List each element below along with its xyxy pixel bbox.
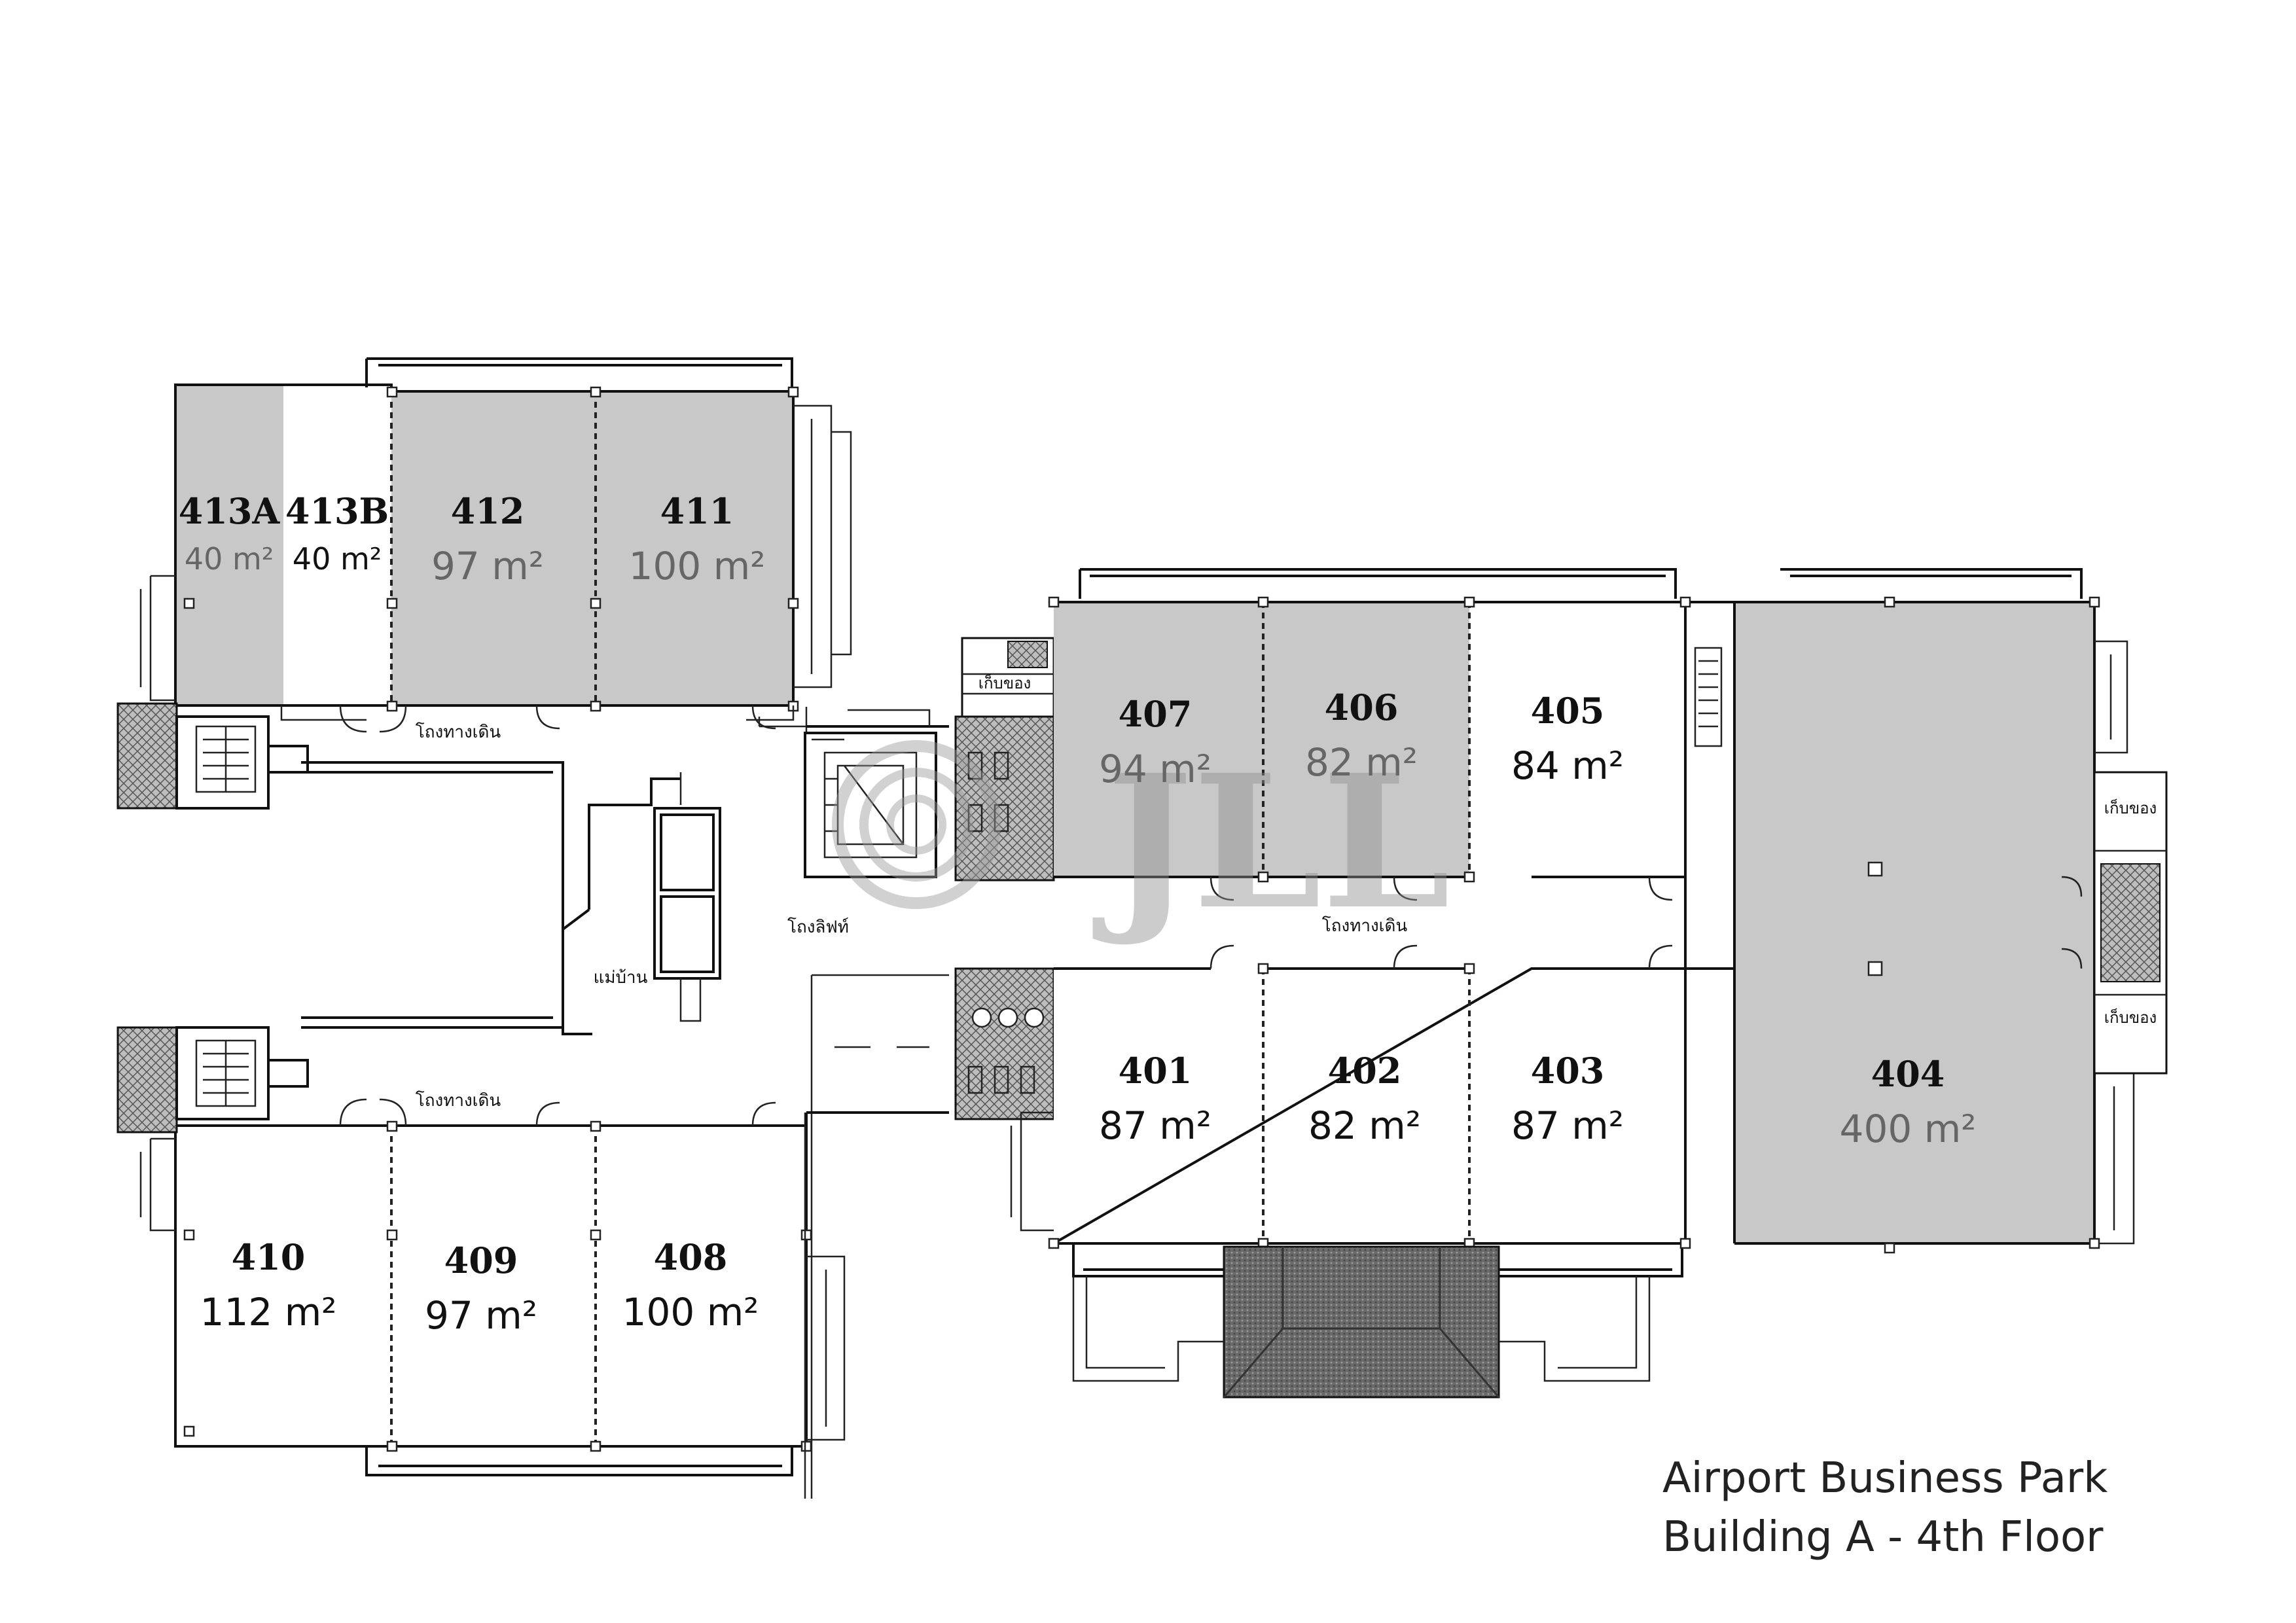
unit-403[interactable]: 403 87 m² — [1511, 1050, 1624, 1148]
unit-number: 402 — [1328, 1050, 1402, 1092]
unit-406-area[interactable] — [1263, 602, 1469, 877]
unit-402-area[interactable] — [1263, 969, 1469, 1243]
right-block — [1048, 568, 2168, 1254]
storage-label: เก็บของ — [2104, 798, 2157, 817]
unit-area: 40 m² — [185, 541, 274, 577]
unit-area: 82 m² — [1305, 740, 1418, 785]
unit-number: 411 — [660, 490, 734, 532]
unit-405-area[interactable] — [1469, 602, 1685, 877]
unit-number: 405 — [1531, 690, 1605, 732]
unit-401-area[interactable] — [1054, 969, 1263, 1243]
storage-label: เก็บของ — [978, 673, 1031, 692]
unit-area: 100 m² — [622, 1290, 759, 1334]
plan-caption: Airport Business Park Building A - 4th F… — [1662, 1454, 2108, 1561]
unit-413B[interactable]: 413B 40 m² — [285, 490, 389, 577]
unit-405[interactable]: 405 84 m² — [1511, 690, 1624, 788]
unit-412-area[interactable] — [391, 391, 596, 705]
unit-labels: 413A 40 m² 413B 40 m² 412 97 m² 411 100 … — [179, 490, 1977, 1338]
unit-number: 404 — [1871, 1053, 1945, 1095]
unit-area: 112 m² — [200, 1290, 337, 1334]
unit-410[interactable]: 410 112 m² — [200, 1236, 337, 1334]
unit-411[interactable]: 411 100 m² — [629, 490, 766, 588]
unit-412[interactable]: 412 97 m² — [431, 490, 544, 588]
corridor-label-right: โถงทางเดิน — [1322, 916, 1408, 936]
left-wing-bottom — [139, 1098, 846, 1476]
unit-area: 84 m² — [1511, 743, 1624, 788]
unit-408-area[interactable] — [596, 1126, 806, 1446]
left-top-stair — [117, 702, 309, 810]
housekeeping-label: แม่บ้าน — [594, 968, 648, 988]
unit-404[interactable]: 404 400 m² — [1840, 1053, 1977, 1151]
central-core — [301, 707, 1055, 1499]
space-labels: โถงทางเดิน โถงทางเดิน โถงทางเดิน โถงลิฟท… — [416, 673, 2157, 1111]
corridor-label-bottom-left: โถงทางเดิน — [416, 1090, 501, 1111]
unit-number: 413B — [285, 490, 389, 532]
unit-401[interactable]: 401 87 m² — [1099, 1050, 1211, 1148]
corridor-label-top-left: โถงทางเดิน — [416, 722, 501, 742]
unit-number: 406 — [1325, 687, 1399, 728]
left-wing-top — [139, 357, 852, 733]
caption-line-2: Building A - 4th Floor — [1662, 1513, 2104, 1561]
lift-hall-label: โถงลิฟท์ — [787, 917, 849, 937]
unit-area: 87 m² — [1511, 1103, 1624, 1148]
unit-number: 412 — [451, 490, 525, 532]
unit-number: 410 — [232, 1236, 306, 1278]
unit-411-area[interactable] — [596, 391, 793, 705]
unit-area: 87 m² — [1099, 1103, 1211, 1148]
unit-area: 97 m² — [425, 1293, 537, 1338]
storage-near-407 — [961, 637, 1055, 718]
unit-area: 97 m² — [431, 544, 544, 588]
unit-407-area[interactable] — [1054, 602, 1263, 877]
unit-area: 100 m² — [629, 544, 766, 588]
unit-number: 403 — [1531, 1050, 1605, 1092]
unit-number: 408 — [654, 1236, 728, 1278]
unit-410-area[interactable] — [175, 1126, 391, 1446]
unit-404-area[interactable] — [1734, 602, 2094, 1243]
unit-area: 82 m² — [1308, 1103, 1421, 1148]
unit-402[interactable]: 402 82 m² — [1308, 1050, 1421, 1148]
unit-407[interactable]: 407 94 m² — [1099, 693, 1211, 791]
caption-line-1: Airport Business Park — [1662, 1454, 2108, 1503]
unit-403-area[interactable] — [1469, 969, 1685, 1243]
unit-406[interactable]: 406 82 m² — [1305, 687, 1418, 785]
unit-413B-area[interactable] — [283, 385, 391, 705]
unit-413A[interactable]: 413A 40 m² — [179, 490, 281, 577]
right-block-lower — [1010, 944, 1691, 1399]
jll-watermark: JLL — [832, 735, 1450, 950]
entrance-canopy — [1223, 1245, 1500, 1399]
unit-area: 400 m² — [1840, 1107, 1977, 1151]
unit-area: 94 m² — [1099, 747, 1211, 791]
unit-413A-area[interactable] — [175, 385, 283, 705]
unit-number: 401 — [1119, 1050, 1193, 1092]
unit-409-area[interactable] — [391, 1126, 596, 1446]
unit-number: 413A — [179, 490, 281, 532]
storage-label: เก็บของ — [2104, 1008, 2157, 1027]
unit-number: 409 — [444, 1240, 518, 1281]
unit-408[interactable]: 408 100 m² — [622, 1236, 759, 1334]
watermark-text: JLL — [1092, 735, 1450, 950]
unit-409[interactable]: 409 97 m² — [425, 1240, 537, 1338]
unit-number: 407 — [1119, 693, 1193, 735]
unit-area: 40 m² — [293, 541, 382, 577]
left-bottom-stair — [117, 1026, 309, 1133]
